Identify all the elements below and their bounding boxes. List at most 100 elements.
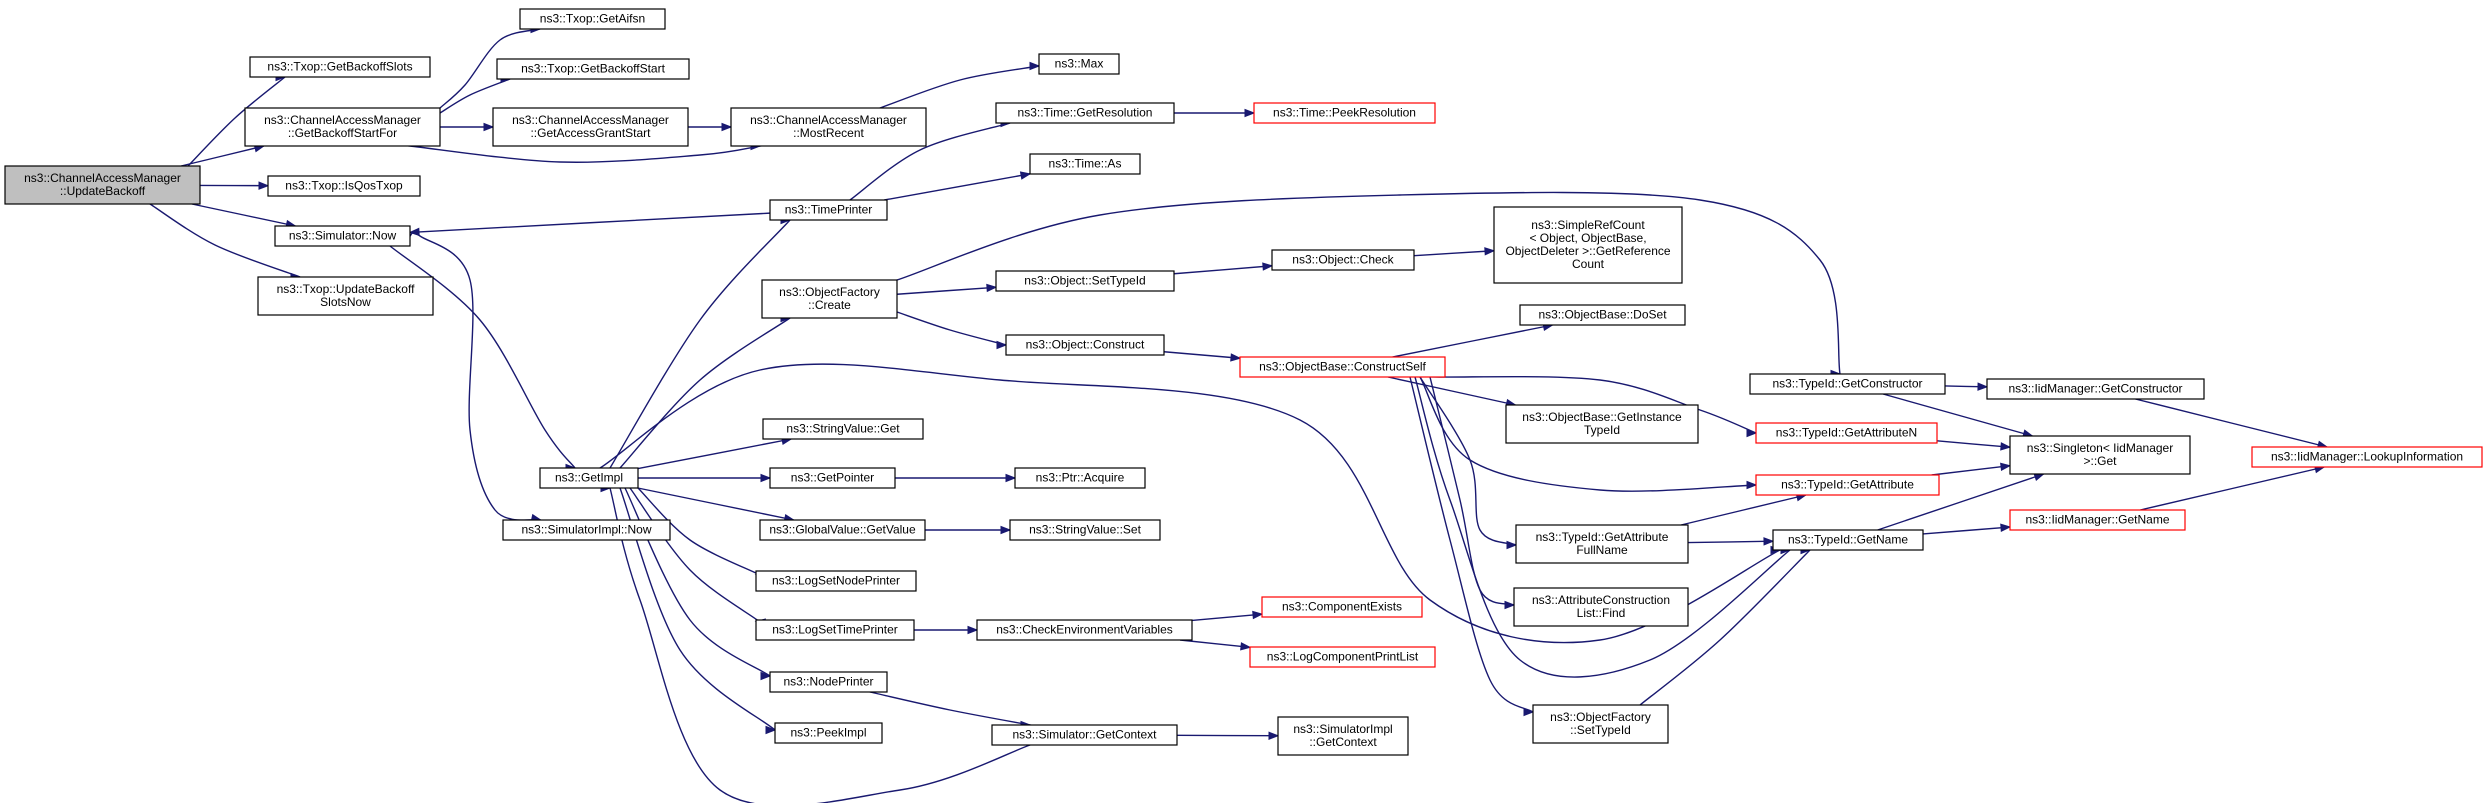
node-nodePrinter[interactable]: ns3::NodePrinter	[769, 671, 888, 693]
node-label: ns3::Object::Check	[1292, 253, 1394, 267]
node-label: ns3::SimulatorImpl::Now	[521, 523, 651, 537]
node-root[interactable]: ns3::ChannelAccessManager::UpdateBackoff	[4, 165, 201, 205]
node-timeAs[interactable]: ns3::Time::As	[1029, 153, 1141, 175]
call-edge-objectConstruct-to-constructSelf	[1163, 351, 1241, 359]
node-stringValueGet[interactable]: ns3::StringValue::Get	[762, 418, 924, 440]
node-label: ns3::PeekImpl	[790, 726, 866, 740]
node-box	[762, 418, 924, 440]
node-getPointer[interactable]: ns3::GetPointer	[769, 467, 896, 489]
node-peekResolution[interactable]: ns3::Time::PeekResolution	[1253, 102, 1436, 124]
node-iidGetConstructor[interactable]: ns3::IidManager::GetConstructor	[1986, 378, 2205, 400]
call-edge-nodePrinter-to-simGetContext	[863, 689, 1037, 727]
node-getResolution[interactable]: ns3::Time::GetResolution	[995, 102, 1175, 124]
node-getAttributeN[interactable]: ns3::TypeId::GetAttributeN	[1755, 422, 1938, 444]
node-getBackoffSlots[interactable]: ns3::Txop::GetBackoffSlots	[249, 56, 431, 78]
node-box	[1029, 153, 1141, 175]
call-edge-timePrinter-to-simNow	[409, 212, 771, 234]
node-objectCheck[interactable]: ns3::Object::Check	[1271, 249, 1415, 271]
node-getConstructor[interactable]: ns3::TypeId::GetConstructor	[1749, 373, 1946, 395]
node-doSet[interactable]: ns3::ObjectBase::DoSet	[1519, 304, 1686, 326]
node-box	[1749, 373, 1946, 395]
node-box	[2251, 446, 2483, 468]
node-objectConstruct[interactable]: ns3::Object::Construct	[1005, 334, 1165, 356]
node-timePrinter[interactable]: ns3::TimePrinter	[769, 199, 888, 221]
node-simGetContext[interactable]: ns3::Simulator::GetContext	[991, 724, 1178, 746]
node-logComponentPrintList[interactable]: ns3::LogComponentPrintList	[1249, 646, 1436, 668]
node-checkEnvVars[interactable]: ns3::CheckEnvironmentVariables	[976, 619, 1193, 641]
arrowhead	[1504, 600, 1516, 610]
node-lookupInformation[interactable]: ns3::IidManager::LookupInformation	[2251, 446, 2483, 468]
node-max[interactable]: ns3::Max	[1038, 53, 1120, 75]
call-edge-simNow-to-simulatorImplNow	[409, 232, 541, 521]
node-label: List::Find	[1577, 606, 1626, 620]
node-typeIdGetName[interactable]: ns3::TypeId::GetName	[1772, 529, 1924, 551]
node-label: ns3::IidManager::GetConstructor	[2008, 382, 2182, 396]
node-getBackoffStart[interactable]: ns3::Txop::GetBackoffStart	[496, 58, 690, 80]
node-label: ns3::SimulatorImpl	[1293, 722, 1392, 736]
node-label: ::GetAccessGrantStart	[530, 126, 651, 140]
arrowhead	[1977, 382, 1989, 391]
arrowhead	[1000, 525, 1012, 535]
arrowhead	[1252, 610, 1264, 620]
node-componentExists[interactable]: ns3::ComponentExists	[1261, 596, 1423, 618]
node-label: ns3::Max	[1055, 57, 1104, 71]
node-label: >::Get	[2083, 454, 2117, 468]
node-stringValueSet[interactable]: ns3::StringValue::Set	[1009, 519, 1161, 541]
node-box	[1986, 378, 2205, 400]
node-getAifsn[interactable]: ns3::Txop::GetAifsn	[519, 8, 666, 30]
node-label: ns3::Txop::UpdateBackoff	[277, 282, 416, 296]
node-isQosTxop[interactable]: ns3::Txop::IsQosTxop	[267, 175, 421, 197]
node-mostRecent[interactable]: ns3::ChannelAccessManager::MostRecent	[730, 107, 927, 147]
node-box	[1249, 646, 1436, 668]
node-label: < Object, ObjectBase,	[1529, 231, 1646, 245]
node-constructSelf[interactable]: ns3::ObjectBase::ConstructSelf	[1239, 356, 1446, 378]
node-label: ns3::GetImpl	[555, 471, 623, 485]
node-logSetNodePrinter[interactable]: ns3::LogSetNodePrinter	[755, 570, 917, 592]
node-label: ObjectDeleter >::GetReference	[1505, 244, 1670, 258]
call-edge-root-to-getBackoffStartFor	[180, 145, 265, 167]
node-logSetTimePrinter[interactable]: ns3::LogSetTimePrinter	[755, 619, 915, 641]
arrowhead	[1230, 353, 1242, 362]
arrowhead	[2000, 523, 2012, 532]
node-simNow[interactable]: ns3::Simulator::Now	[274, 225, 411, 247]
arrowhead	[986, 283, 998, 293]
node-simulatorImplNow[interactable]: ns3::SimulatorImpl::Now	[502, 519, 671, 541]
node-box	[4, 165, 201, 205]
node-box	[1505, 404, 1699, 444]
arrowhead	[1019, 171, 1032, 180]
node-getAttribute[interactable]: ns3::TypeId::GetAttribute	[1755, 474, 1940, 496]
node-label: ns3::SimpleRefCount	[1531, 218, 1645, 232]
call-nodes: ns3::ChannelAccessManager::UpdateBackoff…	[4, 8, 2483, 756]
node-box	[1009, 519, 1161, 541]
node-box	[995, 102, 1175, 124]
node-getImpl[interactable]: ns3::GetImpl	[539, 467, 639, 489]
node-singletonGet[interactable]: ns3::Singleton< IidManager>::Get	[2009, 435, 2191, 475]
node-label: ns3::ChannelAccessManager	[750, 113, 907, 127]
node-box	[267, 175, 421, 197]
call-edge-checkEnvVars-to-logComponentPrintList	[1179, 639, 1251, 649]
node-peekImpl[interactable]: ns3::PeekImpl	[774, 722, 883, 744]
node-box	[519, 8, 666, 30]
node-ptrAcquire[interactable]: ns3::Ptr::Acquire	[1014, 467, 1146, 489]
call-edges	[144, 24, 2329, 803]
node-iidGetName[interactable]: ns3::IidManager::GetName	[2009, 509, 2186, 531]
node-simImplGetContext[interactable]: ns3::SimulatorImpl::GetContext	[1277, 716, 1409, 756]
node-simpleRefCount[interactable]: ns3::SimpleRefCount< Object, ObjectBase,…	[1493, 206, 1683, 284]
arrowhead	[2000, 462, 2012, 472]
call-edge-getConstructor-to-singletonGet	[1882, 393, 2033, 437]
node-globalValueGetValue[interactable]: ns3::GlobalValue::GetValue	[759, 519, 926, 541]
node-box	[769, 467, 896, 489]
node-label: TypeId	[1584, 423, 1620, 437]
node-objectFactoryCreate[interactable]: ns3::ObjectFactory::Create	[761, 279, 898, 319]
node-label: ns3::Simulator::GetContext	[1012, 728, 1157, 742]
node-setTypeId[interactable]: ns3::Object::SetTypeId	[995, 270, 1175, 292]
node-getBackoffStartFor[interactable]: ns3::ChannelAccessManager::GetBackoffSta…	[244, 107, 441, 147]
node-box	[2009, 435, 2191, 475]
arrowhead	[1268, 731, 1280, 740]
node-getAccessGrantStart[interactable]: ns3::ChannelAccessManager::GetAccessGran…	[492, 107, 689, 147]
node-objectFactorySetTypeId[interactable]: ns3::ObjectFactory::SetTypeId	[1532, 704, 1669, 744]
